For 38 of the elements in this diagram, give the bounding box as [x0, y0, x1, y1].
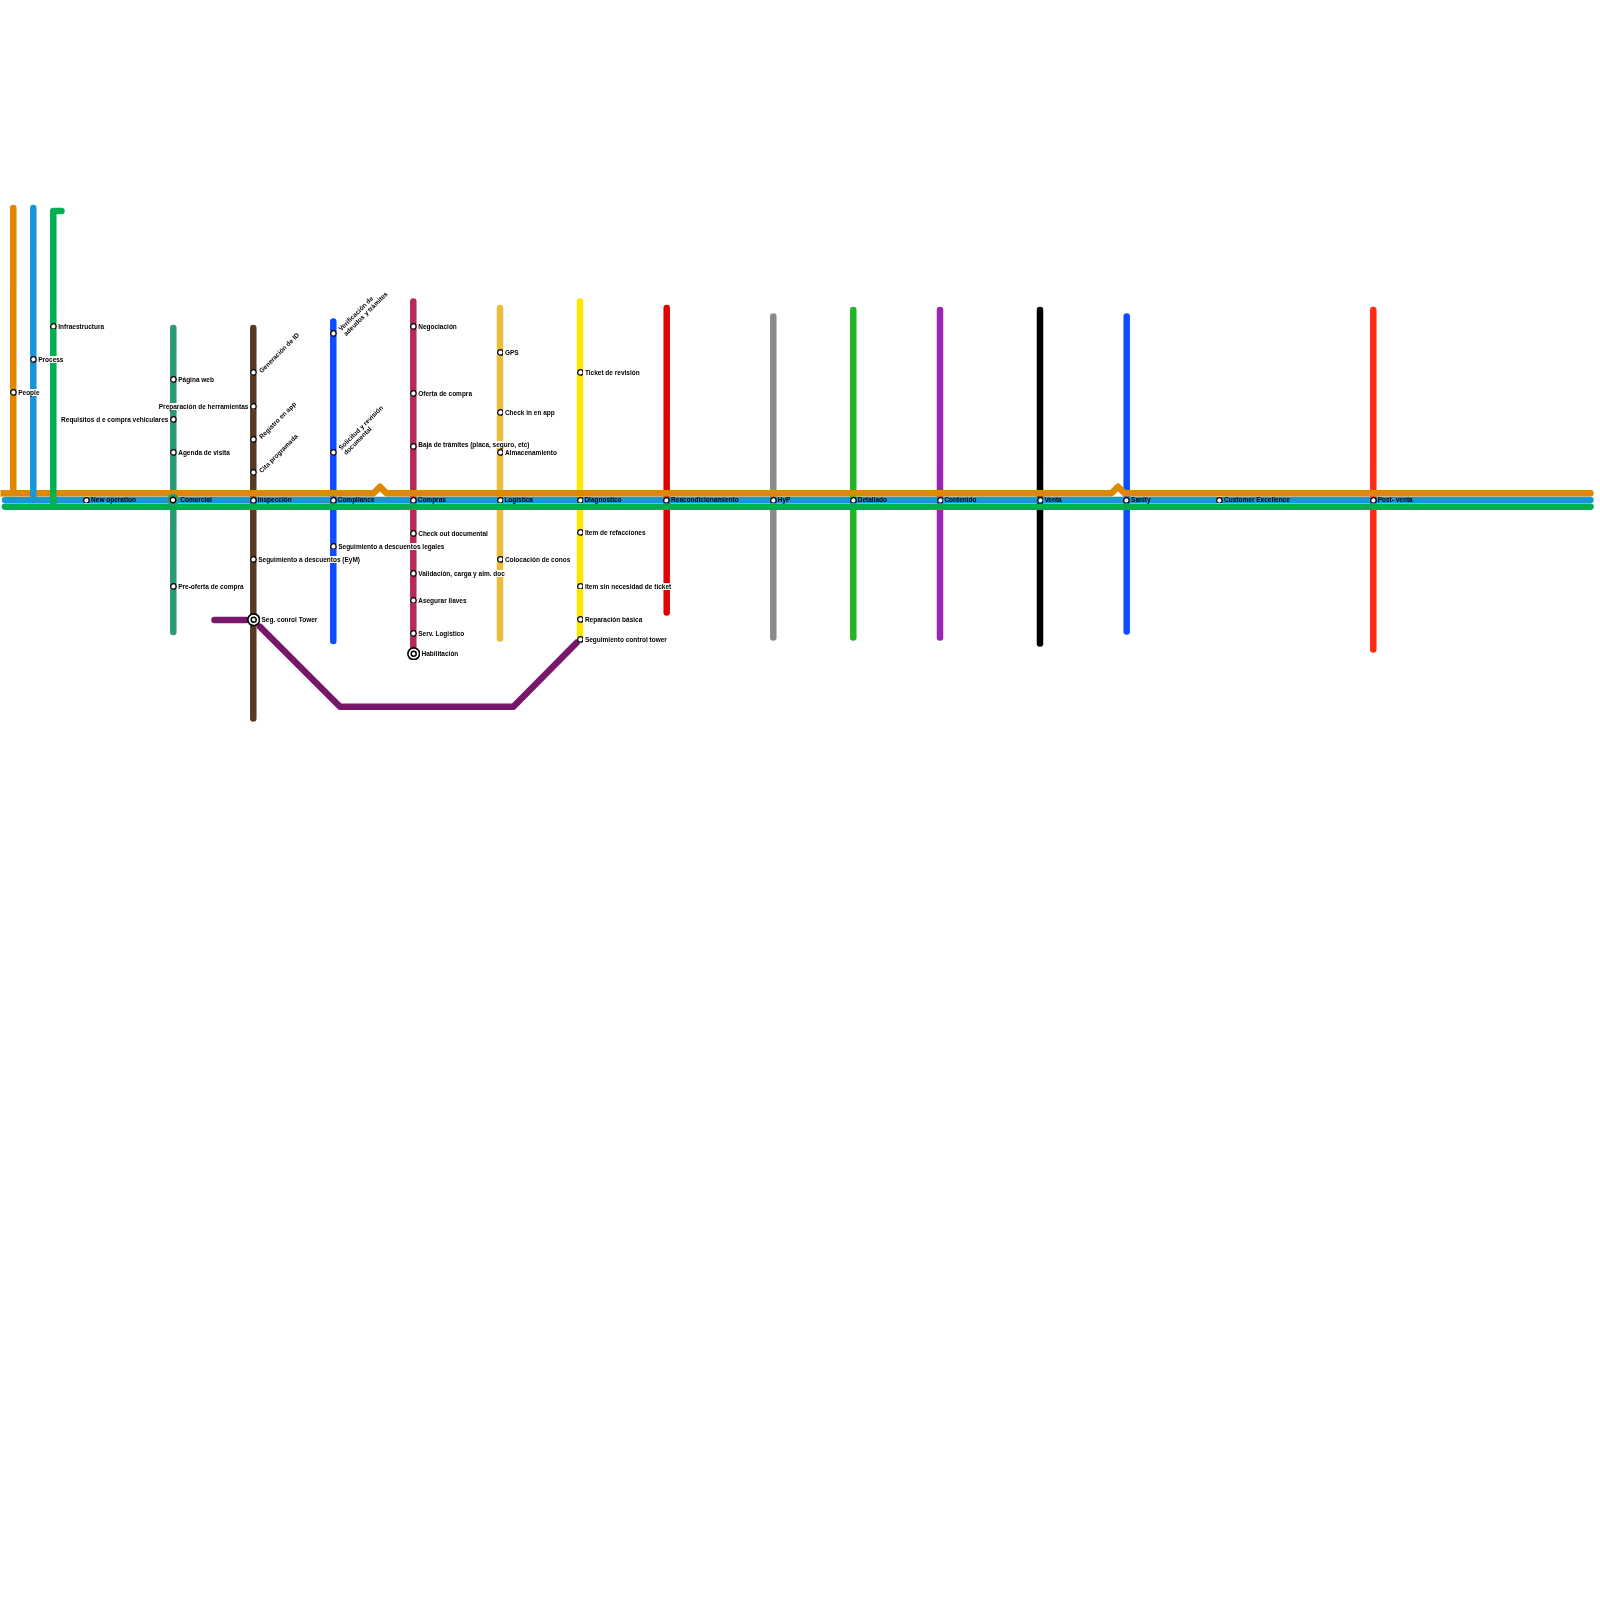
metro-line — [576, 619, 584, 640]
metro-line — [30, 204, 37, 360]
metro-line — [410, 298, 417, 327]
metro-line — [250, 406, 257, 440]
metro-line — [410, 600, 417, 634]
metro-line — [50, 326, 1594, 510]
metro-line — [1123, 313, 1130, 500]
metro-line — [250, 324, 257, 373]
metro-line — [330, 333, 337, 453]
metro-line — [576, 298, 584, 373]
metro-line — [496, 304, 504, 353]
metro-line — [576, 586, 584, 620]
metro-line — [410, 533, 417, 574]
metro-line — [250, 559, 257, 617]
metro-line — [170, 586, 177, 636]
metro-line — [250, 372, 257, 406]
metro-line — [330, 318, 337, 334]
metro-line — [410, 393, 417, 447]
metro-line — [10, 392, 1594, 497]
metro-line — [330, 546, 337, 645]
metro-line — [496, 412, 504, 453]
metro-line — [250, 439, 257, 473]
metro-line — [410, 326, 417, 394]
metro-line — [256, 623, 580, 710]
metro-line — [410, 633, 417, 650]
metro-line — [496, 352, 504, 413]
metro-line — [30, 359, 87, 504]
metro-line — [170, 419, 177, 453]
metro-line — [211, 616, 250, 624]
metro-line — [496, 559, 504, 642]
metro-line — [250, 623, 257, 722]
metro-line — [10, 204, 17, 393]
metro-line — [50, 207, 65, 326]
metro-line — [410, 573, 417, 600]
metro-line — [170, 324, 177, 380]
metro-line — [576, 532, 584, 586]
metro-line — [170, 379, 177, 420]
metro-line — [773, 496, 854, 504]
